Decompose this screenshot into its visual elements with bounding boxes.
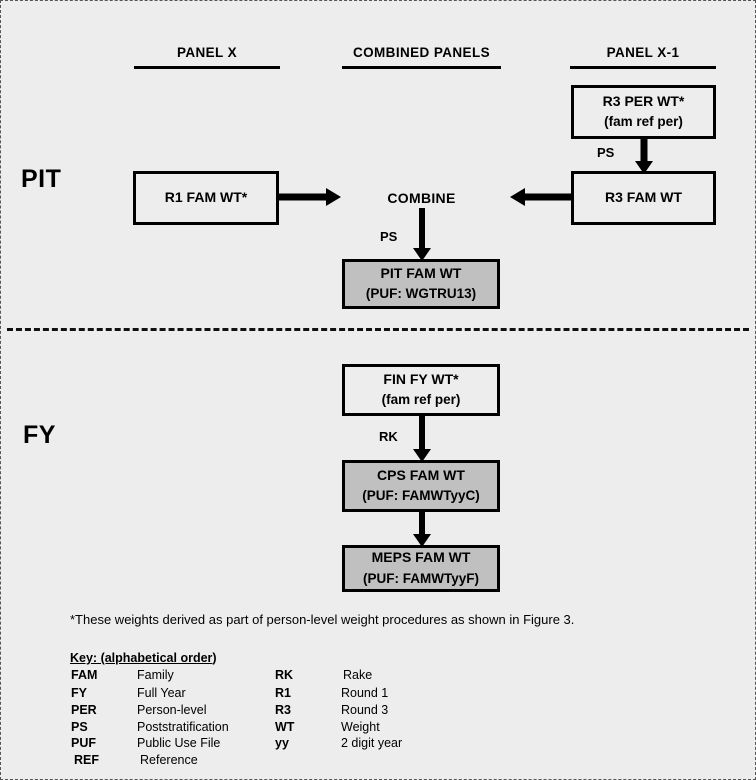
key-def-fy: Full Year <box>137 686 186 700</box>
node-cps-fam-wt-line2: (PUF: FAMWTyyC) <box>362 488 480 504</box>
key-def-ref: Reference <box>140 753 198 767</box>
key-term-wt: WT <box>275 720 295 734</box>
key-def-yy: 2 digit year <box>341 736 403 750</box>
edge-label-rk-fin: RK <box>379 429 398 444</box>
footnote-text: *These weights derived as part of person… <box>70 612 575 627</box>
key-def-fam: Family <box>137 668 174 682</box>
node-pit-fam-wt-line2: (PUF: WGTRU13) <box>365 286 477 302</box>
key-term-fy: FY <box>71 686 87 700</box>
section-label-pit: PIT <box>21 165 62 193</box>
column-header-rule-panel-x <box>134 66 280 69</box>
node-r3-per-wt-line2: (fam ref per) <box>604 114 683 130</box>
key-def-r3: Round 3 <box>341 703 389 717</box>
node-combine[interactable]: COMBINE <box>387 190 456 206</box>
node-meps-fam-wt-line2: (PUF: FAMWTyyF) <box>363 570 479 586</box>
node-fin-fy-wt-line1: FIN FY WT* <box>383 370 459 387</box>
key-def-rk: Rake <box>343 668 373 682</box>
arrow-cps-fam-to-meps-fam <box>413 511 431 547</box>
node-r3-fam-wt[interactable]: R3 FAM WT <box>571 171 716 225</box>
key-term-ref: REF <box>74 753 99 767</box>
node-r1-fam-wt-line1: R1 FAM WT* <box>164 189 248 206</box>
node-meps-fam-wt[interactable]: MEPS FAM WT (PUF: FAMWTyyF) <box>342 545 500 592</box>
node-cps-fam-wt-line1: CPS FAM WT <box>377 466 465 483</box>
key-def-per: Person-level <box>137 703 207 717</box>
key-title-underlined: Key: (alphabetical order <box>70 651 213 665</box>
node-r3-per-wt[interactable]: R3 PER WT* (fam ref per) <box>571 85 716 139</box>
key-term-yy: yy <box>275 736 289 750</box>
column-header-panel-x: PANEL X <box>176 45 238 60</box>
node-r3-fam-wt-line1: R3 FAM WT <box>605 189 682 206</box>
key-term-rk: RK <box>275 668 294 682</box>
node-r1-fam-wt[interactable]: R1 FAM WT* <box>133 171 279 225</box>
edge-label-ps-r3: PS <box>597 145 615 160</box>
key-def-r1: Round 1 <box>341 686 389 700</box>
key-title-tail: ) <box>212 651 217 665</box>
key-title: Key: (alphabetical order) <box>70 651 217 665</box>
column-header-panel-x-1: PANEL X-1 <box>606 45 680 60</box>
key-term-ps: PS <box>71 720 88 734</box>
arrow-r1-fam-to-combine <box>278 188 341 206</box>
key-def-wt: Weight <box>341 720 380 734</box>
arrow-r3-per-to-r3-fam <box>635 137 653 174</box>
arrow-fin-fy-to-cps-fam <box>413 415 431 462</box>
node-fin-fy-wt[interactable]: FIN FY WT* (fam ref per) <box>342 364 500 416</box>
key-term-r1: R1 <box>275 686 291 700</box>
key-term-fam: FAM <box>71 668 98 682</box>
column-header-rule-panel-x-1 <box>570 66 716 69</box>
key-term-r3: R3 <box>275 703 291 717</box>
key-term-puf: PUF <box>71 736 96 750</box>
arrow-r3-fam-to-combine <box>510 188 573 206</box>
node-cps-fam-wt[interactable]: CPS FAM WT (PUF: FAMWTyyC) <box>342 460 500 512</box>
key-def-puf: Public Use File <box>137 736 221 750</box>
section-divider <box>7 328 749 331</box>
node-pit-fam-wt[interactable]: PIT FAM WT (PUF: WGTRU13) <box>342 259 500 309</box>
key-def-ps: Poststratification <box>137 720 229 734</box>
node-meps-fam-wt-line1: MEPS FAM WT <box>371 549 471 566</box>
section-label-fy: FY <box>23 421 56 449</box>
node-fin-fy-wt-line2: (fam ref per) <box>381 392 461 408</box>
node-pit-fam-wt-line1: PIT FAM WT <box>380 264 462 281</box>
node-r3-per-wt-line1: R3 PER WT* <box>602 92 685 109</box>
key-term-per: PER <box>71 703 97 717</box>
arrow-combine-to-pit-fam <box>413 208 431 261</box>
column-header-combined-panels: COMBINED PANELS <box>352 45 490 60</box>
column-header-rule-combined-panels <box>342 66 501 69</box>
edge-label-ps-combine: PS <box>380 229 398 244</box>
